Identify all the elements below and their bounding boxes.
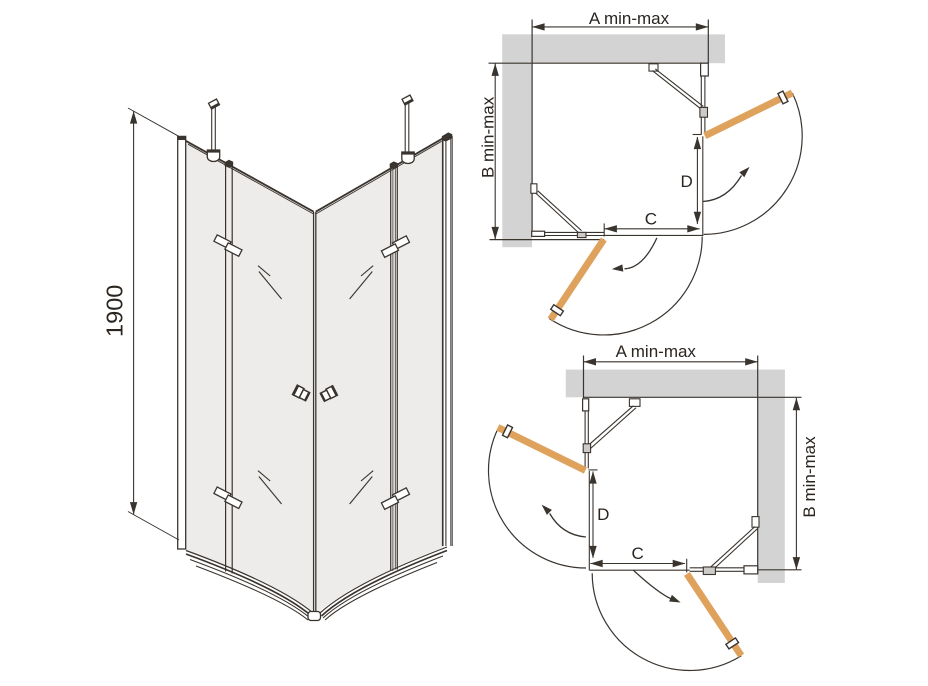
svg-text:D: D <box>597 505 609 524</box>
svg-text:B min-max: B min-max <box>479 96 498 178</box>
svg-text:B min-max: B min-max <box>800 436 819 518</box>
svg-text:D: D <box>680 172 692 191</box>
svg-text:A min-max: A min-max <box>616 342 697 361</box>
svg-text:C: C <box>645 209 657 228</box>
svg-text:1900: 1900 <box>102 285 128 337</box>
svg-text:C: C <box>632 544 644 563</box>
svg-text:A min-max: A min-max <box>589 9 670 28</box>
